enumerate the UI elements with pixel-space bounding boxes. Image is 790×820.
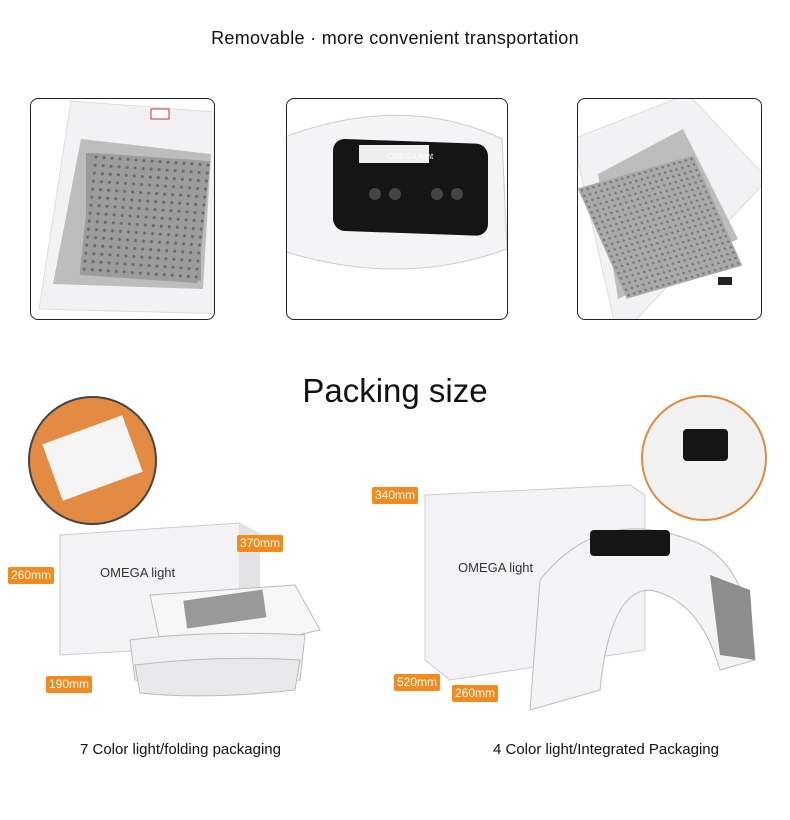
box-with-arch-device-illustration: OMEGA light bbox=[424, 484, 756, 711]
caption-folding-packaging: 7 Color light/folding packaging bbox=[80, 741, 281, 758]
panel-brand-text: OMEGA light bbox=[387, 152, 434, 161]
section-heading-removable: Removable · more convenient transportati… bbox=[211, 28, 579, 48]
dimension-label-length-right: 520mm bbox=[394, 674, 441, 691]
product-photo-panel-front bbox=[30, 98, 215, 320]
box-brand-text: OMEGA light bbox=[100, 565, 176, 580]
box-brand-text-right: OMEGA light bbox=[458, 560, 534, 575]
boxed-panels bbox=[42, 415, 143, 501]
product-photo-control-panel: OMEGA light bbox=[286, 98, 508, 320]
dimension-label-width-right: 260mm bbox=[452, 685, 499, 702]
section-heading-packing-size: Packing size bbox=[302, 372, 488, 409]
dimension-label-height: 260mm bbox=[8, 567, 55, 584]
product-photo-panel-angled bbox=[577, 98, 762, 320]
dimension-label-width: 190mm bbox=[46, 676, 93, 693]
dimension-label-length: 370mm bbox=[237, 535, 284, 552]
caption-integrated-packaging: 4 Color light/Integrated Packaging bbox=[493, 741, 719, 758]
device-screen bbox=[683, 429, 728, 461]
zoom-circle-device-in-box bbox=[641, 395, 767, 521]
box-with-panels-illustration: OMEGA light bbox=[59, 522, 321, 697]
led-grid bbox=[79, 152, 211, 284]
dimension-label-height-right: 340mm bbox=[372, 487, 419, 504]
zoom-circle-box-inside bbox=[28, 396, 157, 525]
control-panel-illustration: OMEGA light bbox=[287, 114, 507, 270]
